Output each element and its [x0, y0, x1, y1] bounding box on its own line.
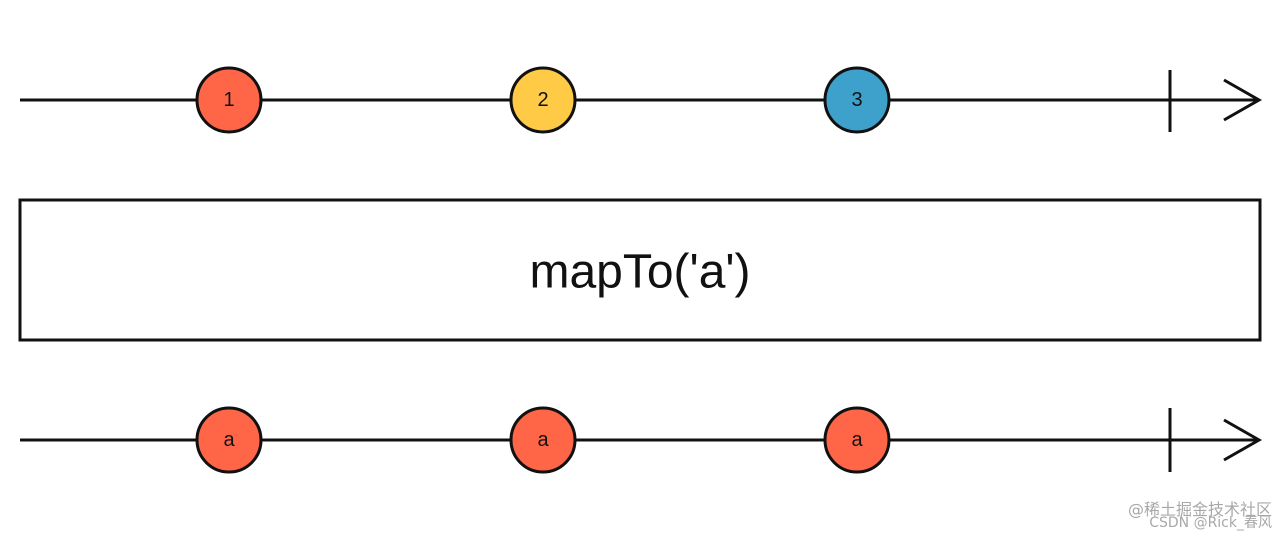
output-marble: a [195, 406, 263, 474]
input-marble-label: 1 [223, 89, 234, 111]
output-marble-circle [195, 406, 263, 474]
output-marble-label: a [851, 429, 863, 451]
input-marble-circle [195, 66, 263, 134]
input-marble-circle [509, 66, 577, 134]
operator-box: mapTo('a') [18, 198, 1262, 342]
output-marble-circle [823, 406, 891, 474]
output-marble: a [509, 406, 577, 474]
watermark-juejin: @稀土掘金技术社区 [1127, 500, 1272, 519]
output-marble: a [823, 406, 891, 474]
watermark-csdn: CSDN @Rick_春风 [1149, 515, 1272, 531]
output-marble-label: a [537, 429, 549, 451]
output-marble-label: a [223, 429, 235, 451]
output-marble-circle [509, 406, 577, 474]
output-arrowhead-icon [1223, 418, 1263, 462]
input-marble-circle [823, 66, 891, 134]
operator-label: mapTo('a') [529, 246, 750, 299]
input-marble: 2 [509, 66, 577, 134]
input-marble: 3 [823, 66, 891, 134]
output-stream: a a a [20, 406, 1263, 474]
input-marble-label: 2 [537, 89, 548, 111]
operator-box-frame [18, 198, 1262, 342]
input-stream: 1 2 3 [20, 66, 1263, 134]
input-marble-label: 3 [851, 89, 862, 111]
input-marble: 1 [195, 66, 263, 134]
input-arrowhead-icon [1223, 78, 1263, 122]
